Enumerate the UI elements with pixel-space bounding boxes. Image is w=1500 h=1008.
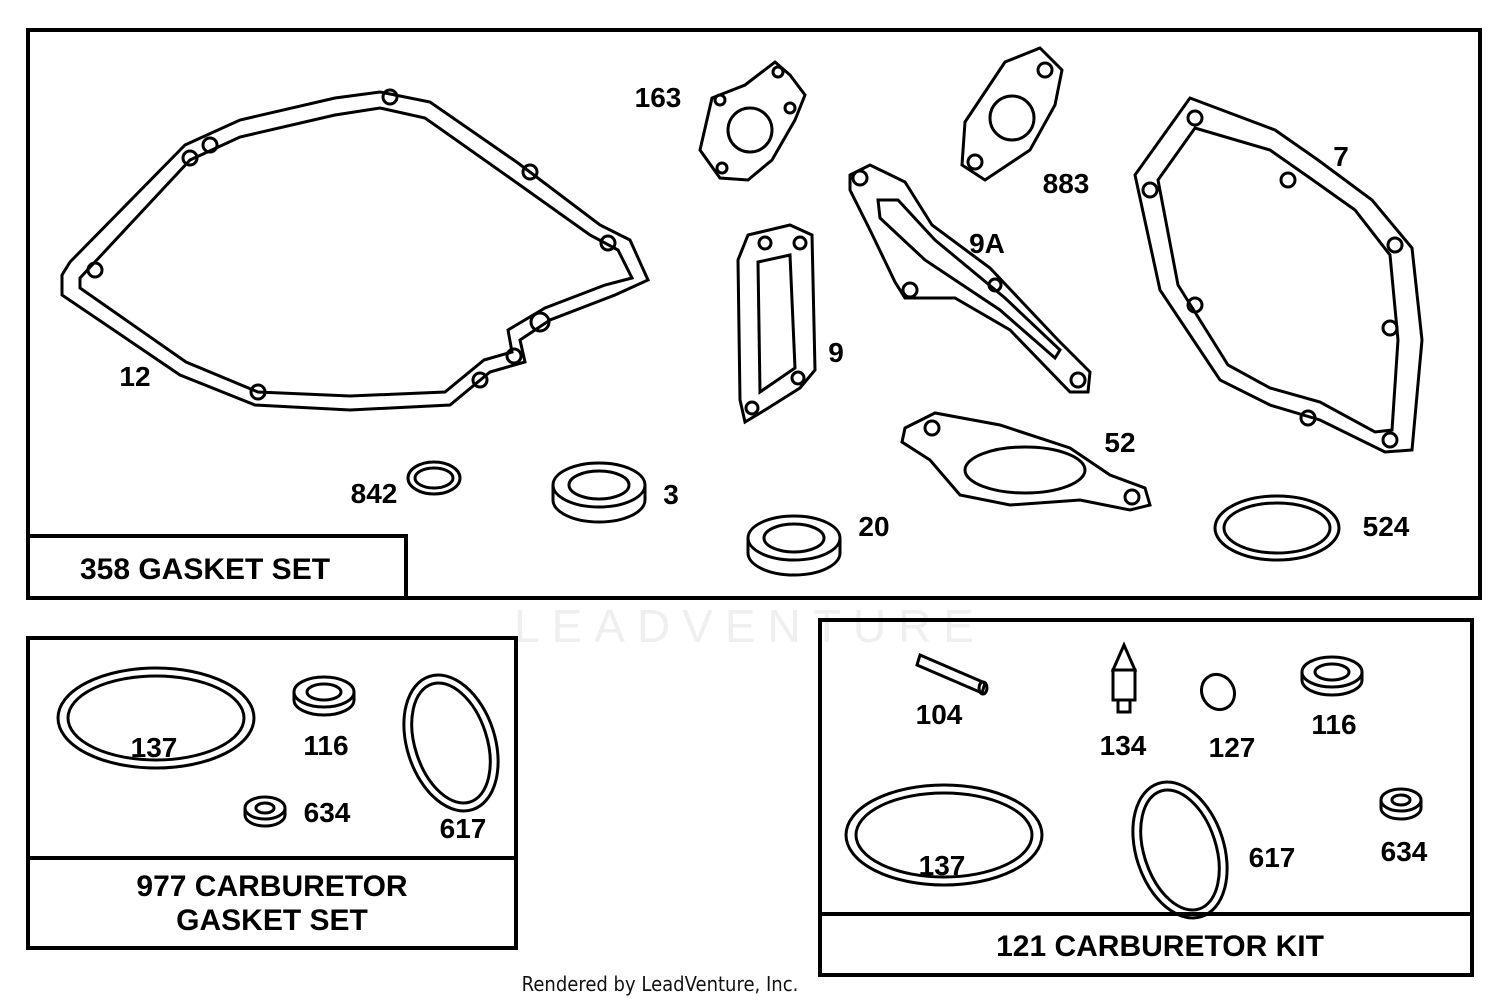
- callout-883: 883: [1043, 168, 1090, 199]
- part-134-needle[interactable]: [1110, 641, 1138, 714]
- part-524-ring[interactable]: [1213, 494, 1341, 562]
- gasket-set-title-box: [26, 534, 408, 600]
- callout-617-a: 617: [440, 813, 487, 844]
- part-9a-gasket[interactable]: [848, 163, 1092, 394]
- watermark-text: LEADVENTURE: [514, 600, 986, 652]
- part-7-head-gasket[interactable]: [1133, 96, 1424, 454]
- part-634-washer-b[interactable]: [1379, 787, 1423, 821]
- part-9-gasket[interactable]: [736, 223, 817, 425]
- part-617-ring-b[interactable]: [1117, 770, 1244, 930]
- callout-137-b: 137: [919, 850, 966, 881]
- callout-20: 20: [858, 511, 889, 542]
- callout-7: 7: [1333, 141, 1349, 172]
- carb-gasket-set-title-1: 977 CARBURETOR: [136, 870, 408, 903]
- part-634-washer-a[interactable]: [243, 795, 287, 828]
- carb-kit-panel: 121 CARBURETOR KIT: [818, 618, 1474, 977]
- callout-634-b: 634: [1381, 836, 1428, 867]
- part-137-ring-a[interactable]: [56, 666, 256, 770]
- callout-842: 842: [351, 478, 398, 509]
- carb-kit-title: 121 CARBURETOR KIT: [996, 930, 1324, 963]
- callout-9a: 9A: [969, 228, 1005, 259]
- callout-524: 524: [1363, 511, 1410, 542]
- gasket-set-title: 358 GASKET SET: [80, 553, 330, 586]
- footer-credit: Rendered by LeadVenture, Inc.: [521, 972, 799, 996]
- part-617-ring-a[interactable]: [388, 663, 515, 823]
- part-3-seal[interactable]: [551, 461, 647, 524]
- part-116-washer-a[interactable]: [292, 675, 356, 717]
- callout-9: 9: [828, 337, 844, 368]
- callout-163: 163: [635, 82, 682, 113]
- callout-116-a: 116: [303, 730, 348, 761]
- callout-3: 3: [663, 479, 679, 510]
- callout-634-a: 634: [304, 797, 351, 828]
- callout-127: 127: [1209, 732, 1256, 763]
- part-116-washer-b[interactable]: [1300, 655, 1364, 697]
- callout-52: 52: [1104, 427, 1135, 458]
- part-137-ring-b[interactable]: [844, 783, 1044, 887]
- callout-134: 134: [1100, 730, 1147, 761]
- part-52-gasket[interactable]: [900, 411, 1152, 512]
- part-12-crankcase-gasket[interactable]: [60, 88, 650, 412]
- carb-gasket-set-panel: 977 CARBURETOR GASKET SET 137 116 634 61…: [26, 636, 518, 950]
- gasket-set-panel: 358 GASKET SET: [26, 28, 1482, 600]
- callout-617-b: 617: [1249, 842, 1296, 873]
- callout-137-a: 137: [131, 732, 178, 763]
- part-163-gasket[interactable]: [698, 60, 807, 182]
- part-842-ring[interactable]: [406, 460, 462, 496]
- part-883-gasket[interactable]: [960, 46, 1064, 182]
- carb-gasket-set-border: [26, 636, 518, 950]
- callout-104: 104: [916, 699, 963, 730]
- carb-gasket-set-title-2: GASKET SET: [176, 904, 368, 937]
- carb-kit-border: [818, 618, 1474, 977]
- callout-116-b: 116: [1311, 709, 1356, 740]
- part-20-seal[interactable]: [746, 514, 842, 577]
- part-127-plug[interactable]: [1195, 668, 1241, 715]
- gasket-set-border: [26, 28, 1482, 600]
- part-104-pin[interactable]: [915, 652, 989, 696]
- callout-12: 12: [119, 361, 150, 392]
